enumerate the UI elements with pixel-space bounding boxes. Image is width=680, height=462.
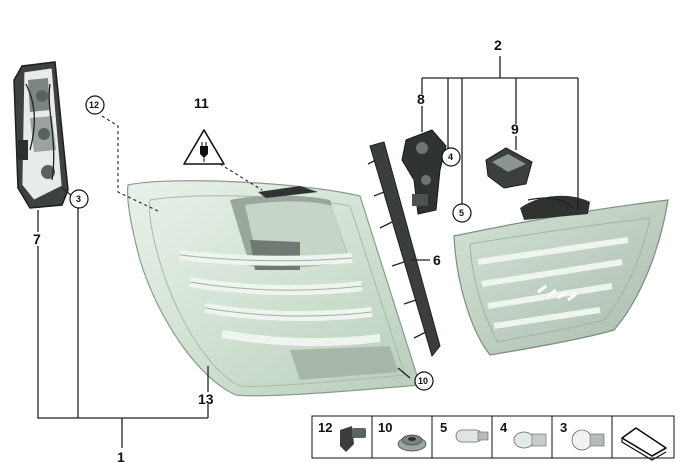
callout-9: 9	[511, 121, 519, 137]
callout-5: 5	[459, 208, 464, 218]
parts-strip-cell-5: 5	[431, 415, 493, 459]
socket-plug-part	[485, 147, 533, 189]
parts-strip-cell-symbol	[611, 415, 675, 461]
parts-strip-cell-4: 4	[491, 415, 553, 459]
callout-6: 6	[433, 252, 441, 268]
socket-bracket-part	[401, 129, 447, 215]
callout-labels: 1 2 7 8 9 11 6 13 3 4 5 12 10	[33, 37, 519, 462]
left-tail-lamp-part	[127, 180, 421, 397]
warning-triangle-icon	[183, 129, 225, 165]
bracket-symbol-icon	[621, 427, 667, 461]
right-tail-lamp-part	[453, 195, 669, 356]
parts-strip-label-4: 4	[500, 420, 508, 435]
parts-strip-label-3: 3	[560, 420, 567, 435]
parts-strip-cell-10: 10	[371, 415, 433, 459]
wedge-bulb-icon	[513, 431, 547, 449]
gasket-strip-part	[367, 141, 441, 358]
callout-1: 1	[117, 449, 125, 462]
callout-13: 13	[198, 391, 214, 407]
bulb-carrier-part	[13, 61, 69, 209]
parts-strip-label-10: 10	[378, 420, 392, 435]
plastic-rivet-icon	[340, 426, 366, 452]
parts-strip-label-5: 5	[440, 420, 447, 435]
capsule-bulb-icon	[455, 429, 489, 443]
ball-bulb-icon	[571, 429, 605, 451]
parts-strip-label-12: 12	[318, 420, 332, 435]
callout-11: 11	[194, 95, 209, 111]
parts-strip: 12 10 5 4	[311, 415, 675, 461]
hex-nut-icon	[397, 434, 427, 452]
callout-3-carrier: 3	[76, 194, 81, 204]
parts-strip-cell-3: 3	[551, 415, 613, 459]
callout-12: 12	[89, 100, 99, 110]
parts-strip-cell-12: 12	[311, 415, 373, 459]
callout-4: 4	[448, 152, 453, 162]
callout-8: 8	[417, 91, 425, 107]
callout-7: 7	[33, 231, 41, 247]
callout-10: 10	[418, 376, 428, 386]
callout-2: 2	[494, 37, 502, 53]
leader-lines	[37, 56, 579, 448]
